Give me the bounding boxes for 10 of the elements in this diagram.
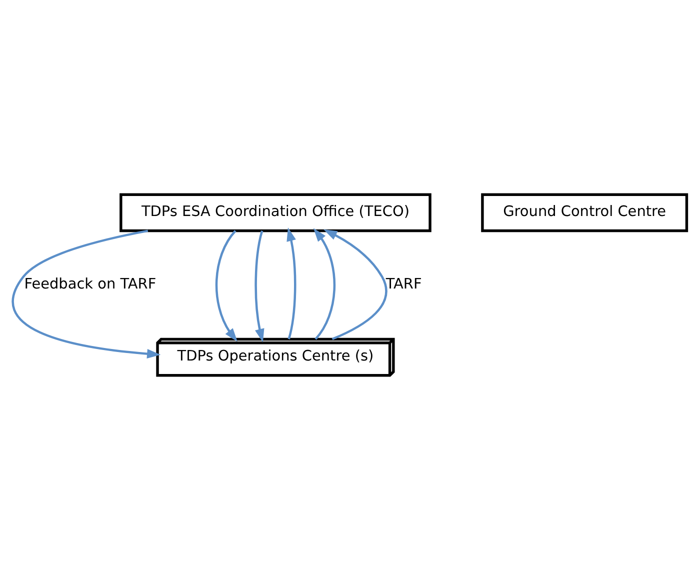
arrow bbox=[12, 230, 161, 359]
arrow bbox=[215, 230, 238, 342]
arrow bbox=[324, 229, 388, 340]
arrow bbox=[254, 230, 264, 342]
arrow bbox=[313, 228, 336, 340]
node-box: TDPs ESA Coordination Office (TECO) bbox=[120, 193, 432, 232]
arrow bbox=[286, 228, 296, 340]
edge-label: TARF bbox=[386, 276, 422, 292]
edge-label: Feedback on TARF bbox=[24, 276, 156, 292]
node-box: Ground Control Centre bbox=[481, 193, 688, 232]
